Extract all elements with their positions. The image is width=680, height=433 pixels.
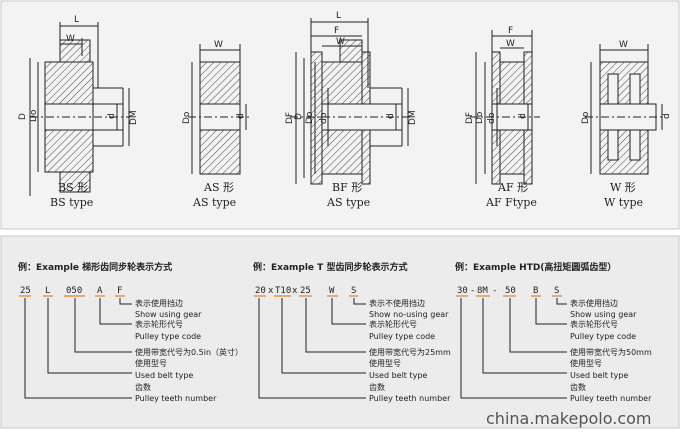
af-type-label: AF Ftype <box>485 196 537 209</box>
example-3-label-8: Pulley teeth number <box>570 394 652 403</box>
bs-dim-d: d <box>107 113 117 119</box>
bs-name: BS 形 <box>58 181 88 194</box>
bf-dim-F: F <box>334 26 339 36</box>
example-1-label-8: Pulley teeth number <box>135 394 217 403</box>
example-panel <box>0 235 680 429</box>
example-1-label-2: 表示轮形代号 <box>135 319 183 329</box>
bf-dim-W: W <box>336 37 345 47</box>
example-1-label-3: Pulley type code <box>135 332 201 341</box>
af-dim-W: W <box>506 39 515 49</box>
bs-dim-Do: Do <box>29 109 39 122</box>
w-dim-d: d <box>662 113 672 119</box>
example-3-label-7: 齿数 <box>570 382 586 392</box>
example-2-code-3: W <box>329 286 335 296</box>
example-3-label-5: 使用型号 <box>570 358 602 368</box>
bs-dim-W: W <box>66 34 75 44</box>
example-2-label-7: 齿数 <box>369 382 385 392</box>
bf-dim-L: L <box>336 11 341 21</box>
bf-type-label: AS type <box>326 196 370 209</box>
example-1-title: 例：Example 梯形齿同步轮表示方式 <box>18 261 172 273</box>
bf-type-diagram: DF D Do db d DM L F W BF 形 AS type <box>285 11 418 209</box>
as-type-diagram: Do d W AS 形 AS type <box>182 40 250 209</box>
example-1-code-4: F <box>117 286 122 296</box>
example-3-code-1: 8M <box>477 286 488 296</box>
example-1-label-5: 使用型号 <box>135 358 167 368</box>
example-2-label-0: 表示不使用挡边 <box>369 298 425 308</box>
example-2-label-3: Pulley type code <box>369 332 435 341</box>
example-1-label-1: Show using gear <box>135 310 202 319</box>
example-2-code-1: T10 <box>275 286 291 296</box>
example-2-code-x2: x <box>292 286 298 296</box>
example-3-label-0: 表示使用挡边 <box>570 298 618 308</box>
af-type-diagram: DF Do db d F W AF 形 AF Ftype <box>465 26 540 209</box>
example-htd: 例：Example HTD(高扭矩圆弧齿型） 30 - 8M - 50 B S … <box>455 261 652 403</box>
as-dim-d: d <box>236 113 246 119</box>
example-trapezoidal: 例：Example 梯形齿同步轮表示方式 25 L 050 A F 表示使用挡边… <box>18 261 243 403</box>
af-dim-F: F <box>508 26 513 36</box>
bf-dim-DM: DM <box>408 110 418 125</box>
example-3-code-0: 30 <box>457 286 468 296</box>
af-dim-Do: Do <box>475 111 485 124</box>
watermark-text: china.makepolo.com <box>486 409 652 428</box>
example-3-label-2: 表示轮形代号 <box>570 319 618 329</box>
af-name: AF 形 <box>497 181 528 194</box>
example-t-type: 例：Example T 型齿同步轮表示方式 20 x T10 x 25 W S … <box>253 261 451 403</box>
af-dim-DF: DF <box>465 112 475 124</box>
bs-dim-L: L <box>74 15 79 25</box>
as-dim-Do: Do <box>182 111 192 124</box>
example-3-label-3: Pulley type code <box>570 332 636 341</box>
as-dim-W: W <box>214 40 223 50</box>
example-2-label-6: Used belt type <box>369 371 427 380</box>
example-1-label-0: 表示使用挡边 <box>135 298 183 308</box>
as-type-label: AS type <box>192 196 236 209</box>
example-1-code-3: A <box>97 286 103 296</box>
w-name: W 形 <box>610 181 636 194</box>
example-1-code-1: L <box>45 286 50 296</box>
bf-name: BF 形 <box>332 181 362 194</box>
w-dim-W: W <box>619 40 628 50</box>
example-1-code-0: 25 <box>20 286 31 296</box>
example-3-code-2: 50 <box>505 286 516 296</box>
example-1-label-4: 使用带宽代号为0.5in（英寸） <box>135 347 243 357</box>
bf-dim-Do: Do <box>305 111 315 124</box>
example-3-label-6: Used belt type <box>570 371 628 380</box>
example-2-code-4: S <box>351 286 356 296</box>
bf-dim-DF: DF <box>285 112 295 124</box>
example-3-code-dash2: - <box>492 286 497 296</box>
example-3-title: 例：Example HTD(高扭矩圆弧齿型） <box>455 261 616 273</box>
bs-type-diagram: D Do d DM L W BS 形 BS type <box>18 15 139 209</box>
example-2-label-1: Show no-using gear <box>369 310 449 319</box>
example-2-code-x1: x <box>268 286 274 296</box>
w-dim-Do: Do <box>581 111 591 124</box>
example-3-code-4: S <box>554 286 559 296</box>
bf-dim-db: db <box>319 112 329 124</box>
example-3-code-dash1: - <box>470 286 475 296</box>
af-dim-db: db <box>487 112 497 124</box>
example-2-code-2: 25 <box>300 286 311 296</box>
example-3-code-3: B <box>533 286 538 296</box>
bf-dim-D: D <box>294 113 304 120</box>
example-1-code-2: 050 <box>66 286 82 296</box>
example-2-label-2: 表示轮形代号 <box>369 319 417 329</box>
example-2-label-4: 使用带宽代号为25mm <box>369 347 451 357</box>
example-2-title: 例：Example T 型齿同步轮表示方式 <box>253 261 407 273</box>
bf-dim-d: d <box>386 113 396 119</box>
example-3-label-1: Show using gear <box>570 310 637 319</box>
bs-dim-DM: DM <box>129 110 139 125</box>
bs-type-label: BS type <box>50 196 93 209</box>
as-name: AS 形 <box>203 181 234 194</box>
example-1-label-7: 齿数 <box>135 382 151 392</box>
af-dim-d: d <box>518 113 528 119</box>
example-3-label-4: 使用带宽代号为50mm <box>570 347 652 357</box>
example-2-label-8: Pulley teeth number <box>369 394 451 403</box>
example-2-code-0: 20 <box>255 286 266 296</box>
bs-dim-D: D <box>18 113 28 120</box>
example-2-label-5: 使用型号 <box>369 358 401 368</box>
w-type-diagram: Do d W W 形 W type <box>581 40 672 209</box>
w-type-label: W type <box>604 196 643 209</box>
example-1-label-6: Used belt type <box>135 371 193 380</box>
